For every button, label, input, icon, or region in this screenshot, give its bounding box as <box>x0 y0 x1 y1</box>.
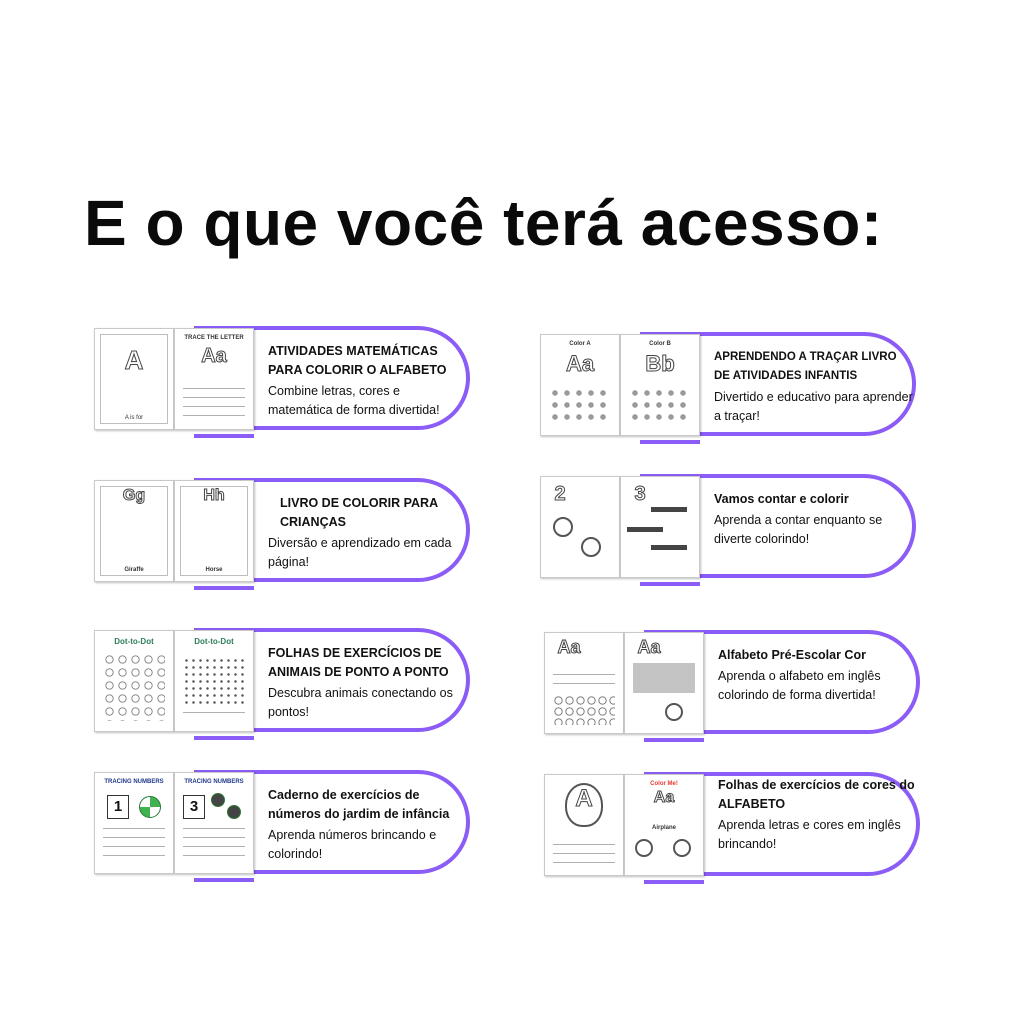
page-heading: Color A <box>569 341 591 347</box>
page-heading: Dot-to-Dot <box>114 637 154 646</box>
product-description: Aprenda números brincando e colorindo! <box>268 828 437 861</box>
apple-icon <box>565 783 603 827</box>
card-pill-frame <box>640 474 916 586</box>
page-big-letter: Hh <box>203 487 225 505</box>
card-pill-frame <box>640 332 916 444</box>
circle-grid <box>553 695 615 725</box>
page-big-letter: Aa <box>557 637 581 658</box>
page-big-letter: Gg <box>122 487 146 505</box>
tracing-lines <box>553 669 615 687</box>
page-heading: TRACING NUMBERS <box>104 779 164 785</box>
product-title: Caderno de exercícios de números do jard… <box>268 788 450 821</box>
product-description: Diversão e aprendizado em cada página! <box>268 536 452 569</box>
book-preview: TRACING NUMBERS 1 TRACING NUMBERS 3 <box>94 772 254 874</box>
book-page-left: TRACING NUMBERS 1 <box>94 772 174 874</box>
card-pill-frame <box>194 770 470 882</box>
product-title: LIVRO DE COLORIR PARA CRIANÇAS <box>280 496 438 529</box>
page-big-letter: A <box>575 785 593 813</box>
book-preview: Gg Giraffe Hh Horse <box>94 480 254 582</box>
book-preview: 2 3 <box>540 476 700 578</box>
book-page-left: A A is for <box>94 328 174 430</box>
tracing-dots <box>549 387 611 423</box>
page-heading: Color B <box>649 341 671 347</box>
page-heading: TRACE THE LETTER <box>184 335 244 341</box>
product-description: Aprenda letras e cores em inglês brincan… <box>718 818 901 851</box>
page-caption: Airplane <box>651 825 676 831</box>
book-page-right: TRACE THE LETTER Aa <box>174 328 254 430</box>
ball-icon <box>211 793 225 807</box>
product-card-preschool-alphabet[interactable]: Aa Aa Alfabeto Pré-Escolar Cor Aprenda o… <box>544 630 934 742</box>
product-title: Folhas de exercícios de cores do ALFABET… <box>718 778 915 811</box>
page-big-letter: Aa <box>565 351 595 377</box>
book-page-left: Aa <box>544 632 624 734</box>
page-big-letter: Aa <box>201 345 228 368</box>
tracing-lines <box>103 823 165 863</box>
product-card-tracing-numbers[interactable]: TRACING NUMBERS 1 TRACING NUMBERS 3 Cade… <box>94 770 484 882</box>
writing-lines <box>183 707 245 721</box>
page-big-letter: A <box>124 345 144 376</box>
page-caption: Horse <box>205 567 223 573</box>
page-caption: Giraffe <box>124 567 144 573</box>
page-heading: TRACING NUMBERS <box>184 779 244 785</box>
card-pill-frame <box>194 326 470 438</box>
book-preview: A A is for TRACE THE LETTER Aa <box>94 328 254 430</box>
book-preview: Dot-to-Dot Dot-to-Dot <box>94 630 254 732</box>
product-description: Combine letras, cores e matemática de fo… <box>268 384 440 417</box>
book-page-right: Dot-to-Dot <box>174 630 254 732</box>
letter-grid <box>633 663 695 693</box>
number-box: 3 <box>183 795 205 819</box>
book-page-left: Gg Giraffe <box>94 480 174 582</box>
avocado-icon <box>635 839 653 857</box>
product-card-alphabet-colors[interactable]: A Color Me! Aa Airplane Folhas de exercí… <box>544 772 934 884</box>
product-card-tracing-book[interactable]: Color A Aa Color B Bb APRENDENDO A TRAÇA… <box>540 332 930 444</box>
book-page-left: Dot-to-Dot <box>94 630 174 732</box>
card-pill-frame <box>644 630 920 742</box>
dot-pattern <box>183 657 245 707</box>
page-heading: Dot-to-Dot <box>194 637 234 646</box>
book-page-right: Color B Bb <box>620 334 700 436</box>
book-page-right: 3 <box>620 476 700 578</box>
ball-icon <box>227 805 241 819</box>
book-preview: Color A Aa Color B Bb <box>540 334 700 436</box>
product-title: APRENDENDO A TRAÇAR LIVRO DE ATIVIDADES … <box>714 351 897 382</box>
product-card-count-color[interactable]: 2 3 Vamos contar e colorir Aprenda a con… <box>540 474 930 586</box>
book-page-right: Hh Horse <box>174 480 254 582</box>
apple-icon <box>673 839 691 857</box>
dot-grid <box>103 653 165 721</box>
product-title: ATIVIDADES MATEMÁTICAS PARA COLORIR O AL… <box>268 344 447 377</box>
book-page-right: Aa <box>624 632 704 734</box>
book-preview: Aa Aa <box>544 632 704 734</box>
product-card-alphabet-math[interactable]: A A is for TRACE THE LETTER Aa ATIVIDADE… <box>94 326 474 438</box>
page-big-number: 2 <box>554 483 566 506</box>
page-big-letter: Aa <box>653 789 675 807</box>
tracing-lines <box>183 383 245 419</box>
product-description: Aprenda o alfabeto em inglês colorindo d… <box>718 669 881 702</box>
product-title: Vamos contar e colorir <box>714 492 849 506</box>
book-page-left: A <box>544 774 624 876</box>
tracing-lines <box>183 823 245 863</box>
ball-icon <box>139 796 161 818</box>
product-description: Aprenda a contar enquanto se diverte col… <box>714 513 883 546</box>
tracing-lines <box>553 839 615 865</box>
product-title: Alfabeto Pré-Escolar Cor <box>718 648 866 662</box>
product-title: FOLHAS DE EXERCÍCIOS DE ANIMAIS DE PONTO… <box>268 646 449 679</box>
product-description: Descubra animais conectando os pontos! <box>268 686 453 719</box>
product-card-coloring-book[interactable]: Gg Giraffe Hh Horse LIVRO DE COLORIR PAR… <box>94 478 484 590</box>
book-page-left: Color A Aa <box>540 334 620 436</box>
book-page-left: 2 <box>540 476 620 578</box>
page-title: E o que você terá acesso: <box>84 187 883 259</box>
page-heading: Color Me! <box>650 781 678 787</box>
book-preview: A Color Me! Aa Airplane <box>544 774 704 876</box>
product-card-dot-to-dot[interactable]: Dot-to-Dot Dot-to-Dot FOLHAS DE EXERCÍCI… <box>94 628 484 740</box>
book-page-right: TRACING NUMBERS 3 <box>174 772 254 874</box>
tracing-dots <box>629 387 691 423</box>
product-description: Divertido e educativo para aprender a tr… <box>714 390 913 423</box>
number-box: 1 <box>107 795 129 819</box>
book-page-right: Color Me! Aa Airplane <box>624 774 704 876</box>
card-pill-frame <box>644 772 920 884</box>
page-caption: A is for <box>124 415 144 421</box>
page-big-letter: Bb <box>645 351 675 377</box>
page-big-number: 3 <box>634 483 646 506</box>
page-big-letter: Aa <box>637 637 661 658</box>
